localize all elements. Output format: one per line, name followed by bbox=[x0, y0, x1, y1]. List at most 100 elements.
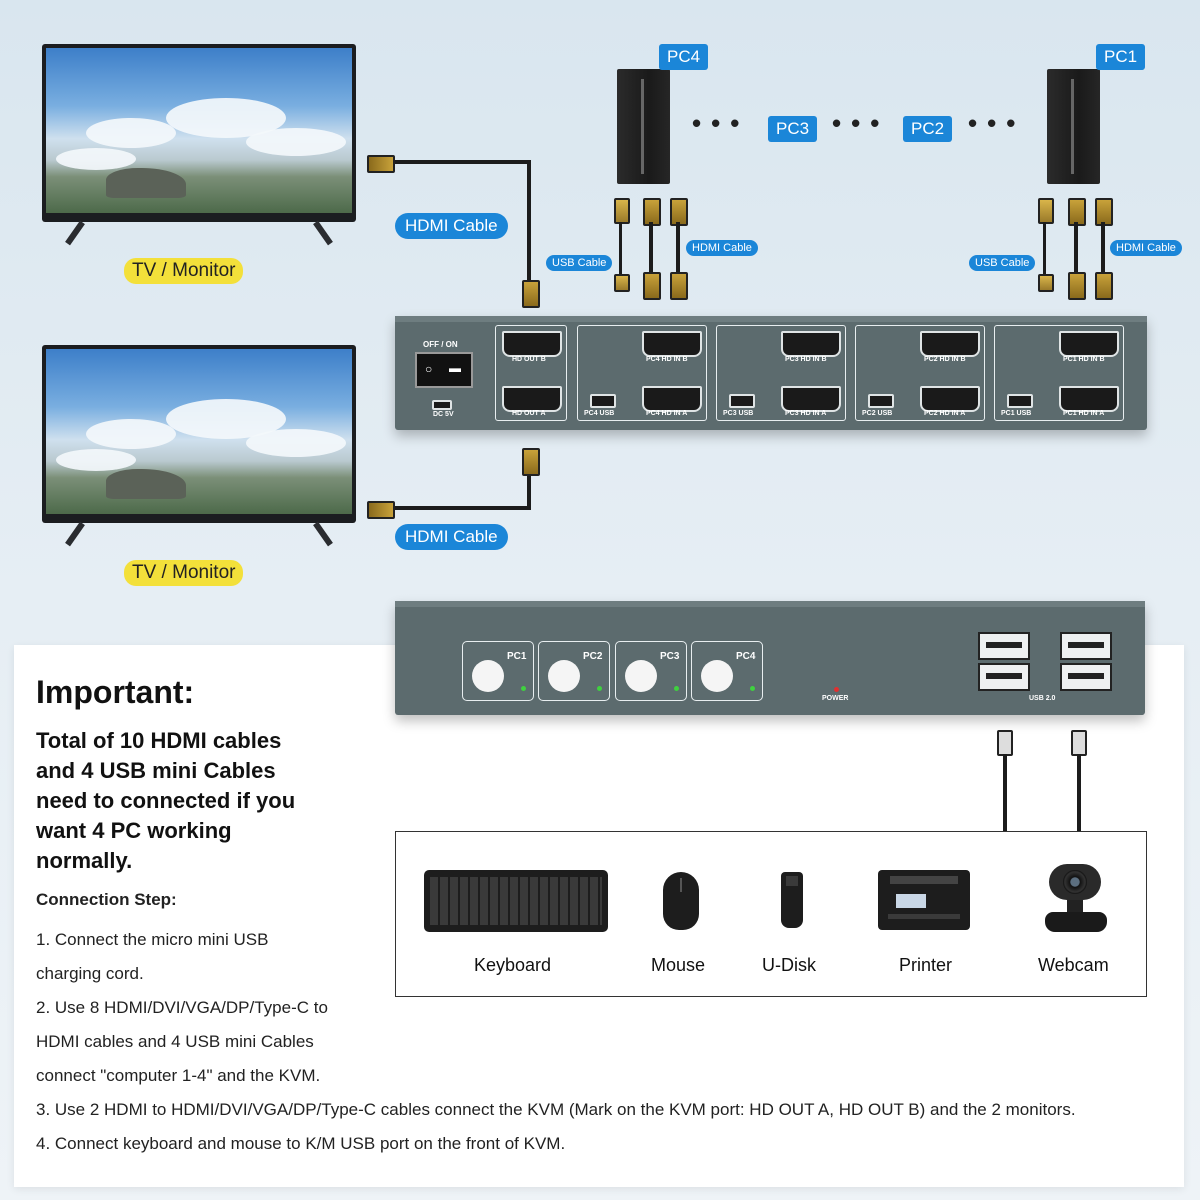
hd-out-b-port[interactable] bbox=[502, 331, 562, 357]
hd-out-a-label: HD OUT A bbox=[512, 410, 546, 417]
device-box: Keyboard Mouse U-Disk Printer Webcam bbox=[395, 831, 1147, 997]
pc2-select-button[interactable] bbox=[548, 660, 580, 692]
pc2-usb-port[interactable] bbox=[868, 394, 894, 408]
monitor-label: TV / Monitor bbox=[124, 560, 244, 586]
port-label: PC4 USB bbox=[584, 410, 615, 417]
lead-line: and 4 USB mini Cables bbox=[36, 758, 276, 783]
usb-plug bbox=[614, 198, 630, 224]
port-label: PC1 USB bbox=[1001, 410, 1032, 417]
usb-disk-icon bbox=[781, 872, 803, 928]
pc4-tower bbox=[617, 69, 670, 184]
usb-port[interactable] bbox=[978, 663, 1030, 691]
pc2-led bbox=[597, 686, 602, 691]
pc3-select-button[interactable] bbox=[625, 660, 657, 692]
webcam-icon bbox=[1041, 864, 1111, 938]
port-label: PC1 HD IN A bbox=[1063, 410, 1105, 417]
port-label: PC4 HD IN B bbox=[646, 356, 688, 363]
pc3-tag: PC3 bbox=[768, 116, 818, 142]
pc1-hd-in-b-port[interactable] bbox=[1059, 331, 1119, 357]
pc4-hd-in-b-port[interactable] bbox=[642, 331, 702, 357]
hdmi-cable-tag: HDMI Cable bbox=[1110, 240, 1182, 256]
pc3-port-group: PC3 HD IN B PC3 USB PC3 HD IN A bbox=[716, 325, 846, 421]
step-line: charging cord. bbox=[36, 964, 144, 983]
tv-frame bbox=[42, 44, 356, 222]
switch-label: OFF / ON bbox=[423, 340, 458, 349]
pc1-tag: PC1 bbox=[1096, 44, 1146, 70]
keyboard-icon bbox=[424, 870, 608, 932]
hdmi-plug bbox=[1095, 272, 1113, 300]
hdmi-plug bbox=[367, 155, 395, 173]
step-line: HDMI cables and 4 USB mini Cables bbox=[36, 1032, 314, 1051]
port-label: PC1 HD IN B bbox=[1063, 356, 1105, 363]
kvm-rear-panel: OFF / ON ○ ▬ DC 5V HD OUT B HD OUT A PC4… bbox=[395, 316, 1147, 430]
power-led bbox=[834, 687, 839, 692]
pc1-hd-in-a-port[interactable] bbox=[1059, 386, 1119, 412]
usb-port[interactable] bbox=[978, 632, 1030, 660]
hdmi-plug bbox=[643, 272, 661, 300]
usb-port[interactable] bbox=[1060, 632, 1112, 660]
port-label: PC2 USB bbox=[862, 410, 893, 417]
dc-port[interactable] bbox=[432, 400, 452, 410]
pc1-select-box: PC1 bbox=[462, 641, 534, 701]
hdmi-wire bbox=[390, 160, 530, 164]
usb-plug bbox=[1038, 274, 1054, 292]
lead-line: need to connected if you bbox=[36, 788, 296, 813]
hdmi-cable-tag: HDMI Cable bbox=[686, 240, 758, 256]
usb-port[interactable] bbox=[1060, 663, 1112, 691]
port-label: PC3 HD IN B bbox=[785, 356, 827, 363]
device-label: Keyboard bbox=[474, 955, 552, 975]
separator-dots: ••• bbox=[968, 108, 1026, 138]
lead-line: want 4 PC working bbox=[36, 818, 232, 843]
steps-title: Connection Step: bbox=[36, 890, 177, 909]
usb-label: USB 2.0 bbox=[1029, 695, 1056, 702]
hdmi-plug bbox=[522, 448, 540, 476]
hd-out-a-port[interactable] bbox=[502, 386, 562, 412]
output-group: HD OUT B HD OUT A bbox=[495, 325, 567, 421]
monitor-1: TV / Monitor bbox=[42, 44, 356, 284]
separator-dots: ••• bbox=[832, 108, 890, 138]
step-line: connect "computer 1-4" and the KVM. bbox=[36, 1066, 321, 1085]
pc4-hd-in-a-port[interactable] bbox=[642, 386, 702, 412]
separator-dots: ••• bbox=[692, 108, 750, 138]
port-label: PC4 HD IN A bbox=[646, 410, 688, 417]
pc2-tag: PC2 bbox=[903, 116, 953, 142]
monitor-label: TV / Monitor bbox=[124, 258, 244, 284]
port-label: PC3 HD IN A bbox=[785, 410, 827, 417]
button-label: PC3 bbox=[660, 651, 680, 662]
pc4-select-box: PC4 bbox=[691, 641, 763, 701]
pc3-hd-in-a-port[interactable] bbox=[781, 386, 841, 412]
pc1-port-group: PC1 HD IN B PC1 USB PC1 HD IN A bbox=[994, 325, 1124, 421]
button-label: PC2 bbox=[583, 651, 603, 662]
step-line: 2. Use 8 HDMI/DVI/VGA/DP/Type-C to bbox=[36, 998, 328, 1017]
pc4-usb-port[interactable] bbox=[590, 394, 616, 408]
port-label: PC2 HD IN B bbox=[924, 356, 966, 363]
step-line: 4. Connect keyboard and mouse to K/M USB… bbox=[36, 1134, 566, 1153]
device-label: Mouse bbox=[651, 955, 706, 975]
hdmi-cable-tag: HDMI Cable bbox=[395, 524, 508, 550]
pc3-usb-port[interactable] bbox=[729, 394, 755, 408]
button-label: PC4 bbox=[736, 651, 756, 662]
pc3-hd-in-b-port[interactable] bbox=[781, 331, 841, 357]
pc2-hd-in-a-port[interactable] bbox=[920, 386, 980, 412]
pc2-hd-in-b-port[interactable] bbox=[920, 331, 980, 357]
printer-icon bbox=[878, 870, 970, 930]
pc4-select-button[interactable] bbox=[701, 660, 733, 692]
tv-screen bbox=[46, 349, 352, 514]
tv-screen bbox=[46, 48, 352, 213]
step-line: 1. Connect the micro mini USB bbox=[36, 930, 269, 949]
usb-plug bbox=[614, 274, 630, 292]
hdmi-plug bbox=[522, 280, 540, 308]
hdmi-cable-tag: HDMI Cable bbox=[395, 213, 508, 239]
device-label: Webcam bbox=[1038, 955, 1109, 975]
monitor-2: TV / Monitor bbox=[42, 345, 356, 586]
pc1-usb-port[interactable] bbox=[1007, 394, 1033, 408]
port-label: PC2 HD IN A bbox=[924, 410, 966, 417]
device-label: U-Disk bbox=[762, 955, 816, 975]
port-label: PC3 USB bbox=[723, 410, 754, 417]
mouse-icon bbox=[663, 872, 699, 930]
usb-plug bbox=[1038, 198, 1054, 224]
pc1-select-button[interactable] bbox=[472, 660, 504, 692]
pc2-port-group: PC2 HD IN B PC2 USB PC2 HD IN A bbox=[855, 325, 985, 421]
step-line: 3. Use 2 HDMI to HDMI/DVI/VGA/DP/Type-C … bbox=[36, 1100, 1076, 1119]
power-switch[interactable]: ○ ▬ bbox=[415, 352, 473, 388]
